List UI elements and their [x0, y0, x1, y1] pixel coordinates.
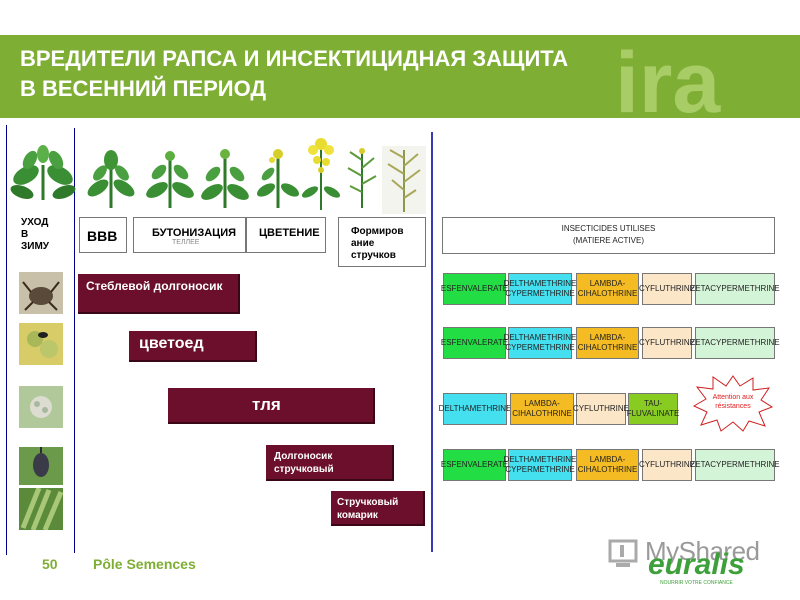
insecticide-cell: DELTHAMETHRINE CYPERMETHRINE [504, 449, 576, 481]
pest-pod-midge-bar: Стручковый комарик [331, 491, 425, 526]
insecticide-cell: LAMBDA- CIHALOTHRINE [576, 327, 639, 359]
pod-weevil-photo-icon [19, 447, 63, 485]
stem-weevil-photo-icon [19, 272, 63, 314]
insecticide-cell: ZETACYPERMETHRINE [690, 327, 780, 359]
insecticide-cell: DELTHAMETHRINE CYPERMETHRINE [504, 327, 576, 359]
insecticide-cell: TAU- FLUVALINATE [627, 393, 679, 425]
insecticide-cell: DELTHAMETHRINE [439, 393, 511, 425]
pest-pollen-beetle-bar: цветоед [129, 331, 257, 362]
left-divider [6, 125, 7, 555]
photo-column-divider [74, 128, 75, 553]
pest-aphid-bar: тля [168, 388, 375, 424]
plant-stage-icon [201, 149, 249, 208]
insecticide-cell: ESFENVALERATE [441, 273, 508, 305]
stage-bbb: BBB [79, 217, 127, 253]
insecticide-cell: ZETACYPERMETHRINE [690, 449, 780, 481]
insecticide-cell: LAMBDA- CIHALOTHRINE [510, 393, 574, 425]
pest-stem-weevil-bar: Стеблевой долгоносик [78, 274, 240, 314]
plant-stage-icon [87, 150, 135, 208]
insecticide-cell: LAMBDA- CIHALOTHRINE [576, 449, 639, 481]
stage-budding-label: БУТОНИЗАЦИЯ [152, 227, 237, 239]
stage-flowering: ЦВЕТЕНИЕ [246, 217, 326, 253]
footer-label: Pôle Semences [93, 556, 196, 572]
podding-plant-icon [347, 148, 377, 208]
myshared-logo-icon [608, 539, 638, 567]
insecticides-header: INSECTICIDES UTILISES (MATIERE ACTIVE) [442, 217, 775, 254]
pollen-beetle-photo-icon [19, 323, 63, 365]
resistance-warning-starburst-icon [693, 375, 773, 432]
insecticide-cell: ZETACYPERMETHRINE [690, 273, 780, 305]
euralis-logo: euralis [648, 548, 745, 581]
ira-logo: ira [615, 35, 721, 131]
insecticide-cell: ESFENVALERATE [441, 327, 508, 359]
stage-budding-shadow-text: ТЕЛЛЕЕ [172, 239, 200, 246]
stage-budding: БУТОНИЗАЦИЯ ТЕЛЛЕЕ [133, 217, 246, 253]
rosette-plant-icon [10, 145, 76, 200]
plant-stage-icon [256, 149, 300, 208]
flowering-plant-icon [301, 138, 341, 210]
insecticide-cell: CYFLUTHRINE [639, 273, 695, 305]
insecticide-cell: CYFLUTHRINE [639, 449, 695, 481]
resistance-warning-text: Attention aux résistances [712, 394, 754, 410]
mature-pods-icon [382, 146, 426, 214]
page-title: ВРЕДИТЕЛИ РАПСА И ИНСЕКТИЦИДНАЯ ЗАЩИТА В… [20, 46, 569, 101]
euralis-tagline: NOURRIR VOTRE CONFIANCE [660, 580, 733, 586]
insecticide-cell: ESFENVALERATE [441, 449, 508, 481]
pest-pod-weevil-bar: Долгоносик стручковый [266, 445, 394, 481]
center-divider [431, 132, 433, 552]
insecticide-cell: DELTHAMETHRINE CYPERMETHRINE [504, 273, 576, 305]
insecticide-cell: CYFLUTHRINE [573, 393, 629, 425]
plant-stage-icon [146, 151, 194, 208]
stage-pod-formation: Формиров ание стручков [338, 217, 426, 267]
insecticide-cell: LAMBDA- CIHALOTHRINE [576, 273, 639, 305]
myshared-watermark: MyShared [645, 536, 760, 566]
insecticide-cell: CYFLUTHRINE [639, 327, 695, 359]
aphid-photo-icon [19, 386, 63, 428]
pod-midge-photo-icon [19, 488, 63, 530]
page-number: 50 [42, 556, 58, 572]
header-band: ira [0, 35, 800, 126]
stage-winter-care: УХОД В ЗИМУ [21, 217, 50, 252]
